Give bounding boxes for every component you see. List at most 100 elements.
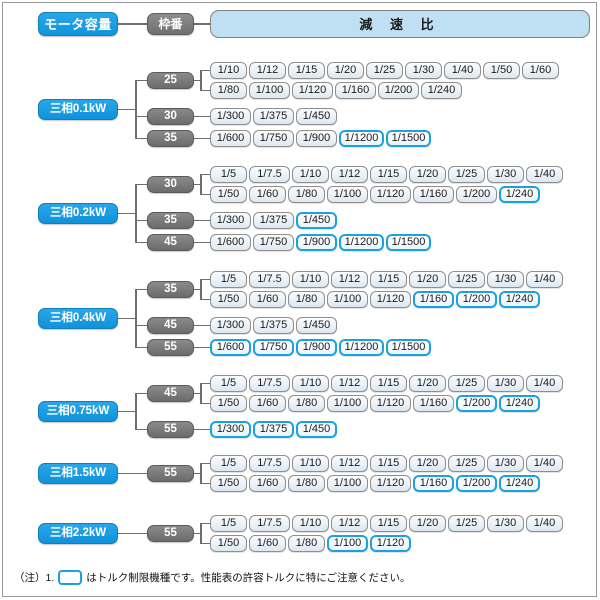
ratio-chip[interactable]: 1/12 bbox=[331, 271, 368, 288]
ratio-chip[interactable]: 1/30 bbox=[487, 375, 524, 392]
ratio-chip[interactable]: 1/40 bbox=[526, 455, 563, 472]
ratio-chip[interactable]: 1/30 bbox=[487, 166, 524, 183]
frame-no-node[interactable]: 30 bbox=[147, 176, 194, 193]
ratio-chip[interactable]: 1/12 bbox=[249, 62, 286, 79]
frame-no-node[interactable]: 25 bbox=[147, 72, 194, 89]
ratio-chip[interactable]: 1/40 bbox=[526, 515, 563, 532]
ratio-chip-torque-limited[interactable]: 1/160 bbox=[413, 475, 454, 492]
ratio-chip-torque-limited[interactable]: 1/1500 bbox=[386, 339, 431, 356]
frame-no-node[interactable]: 30 bbox=[147, 108, 194, 125]
ratio-chip[interactable]: 1/100 bbox=[327, 395, 368, 412]
ratio-chip[interactable]: 1/200 bbox=[378, 82, 419, 99]
ratio-chip[interactable]: 1/80 bbox=[288, 535, 325, 552]
ratio-chip-torque-limited[interactable]: 1/200 bbox=[456, 395, 497, 412]
ratio-chip[interactable]: 1/20 bbox=[409, 515, 446, 532]
ratio-chip-torque-limited[interactable]: 1/240 bbox=[499, 186, 540, 203]
ratio-chip[interactable]: 1/50 bbox=[210, 291, 247, 308]
frame-no-node[interactable]: 35 bbox=[147, 212, 194, 229]
ratio-chip[interactable]: 1/750 bbox=[253, 234, 294, 251]
ratio-chip[interactable]: 1/80 bbox=[288, 475, 325, 492]
ratio-chip[interactable]: 1/50 bbox=[210, 475, 247, 492]
ratio-chip[interactable]: 1/15 bbox=[370, 166, 407, 183]
ratio-chip[interactable]: 1/60 bbox=[249, 475, 286, 492]
frame-no-node[interactable]: 55 bbox=[147, 421, 194, 438]
ratio-chip[interactable]: 1/50 bbox=[210, 186, 247, 203]
ratio-chip[interactable]: 1/60 bbox=[249, 395, 286, 412]
ratio-chip[interactable]: 1/12 bbox=[331, 455, 368, 472]
ratio-chip[interactable]: 1/12 bbox=[331, 515, 368, 532]
ratio-chip[interactable]: 1/10 bbox=[210, 62, 247, 79]
ratio-chip[interactable]: 1/20 bbox=[327, 62, 364, 79]
ratio-chip[interactable]: 1/20 bbox=[409, 375, 446, 392]
ratio-chip[interactable]: 1/200 bbox=[456, 186, 497, 203]
ratio-chip[interactable]: 1/600 bbox=[210, 234, 251, 251]
frame-no-node[interactable]: 35 bbox=[147, 281, 194, 298]
ratio-chip[interactable]: 1/30 bbox=[487, 515, 524, 532]
ratio-chip[interactable]: 1/60 bbox=[249, 291, 286, 308]
ratio-chip[interactable]: 1/10 bbox=[292, 271, 329, 288]
ratio-chip[interactable]: 1/450 bbox=[296, 317, 337, 334]
ratio-chip[interactable]: 1/80 bbox=[288, 395, 325, 412]
ratio-chip[interactable]: 1/375 bbox=[253, 212, 294, 229]
ratio-chip-torque-limited[interactable]: 1/1500 bbox=[386, 234, 431, 251]
ratio-chip[interactable]: 1/40 bbox=[526, 271, 563, 288]
frame-no-node[interactable]: 55 bbox=[147, 525, 194, 542]
ratio-chip[interactable]: 1/600 bbox=[210, 130, 251, 147]
ratio-chip[interactable]: 1/80 bbox=[210, 82, 247, 99]
frame-no-node[interactable]: 45 bbox=[147, 317, 194, 334]
ratio-chip-torque-limited[interactable]: 1/100 bbox=[327, 535, 368, 552]
ratio-chip[interactable]: 1/120 bbox=[370, 186, 411, 203]
motor-capacity-node[interactable]: 三相1.5kW bbox=[38, 463, 118, 484]
ratio-chip[interactable]: 1/60 bbox=[522, 62, 559, 79]
ratio-chip[interactable]: 1/5 bbox=[210, 455, 247, 472]
ratio-chip[interactable]: 1/240 bbox=[421, 82, 462, 99]
frame-no-node[interactable]: 45 bbox=[147, 385, 194, 402]
ratio-chip-torque-limited[interactable]: 1/200 bbox=[456, 475, 497, 492]
ratio-chip[interactable]: 1/15 bbox=[370, 515, 407, 532]
ratio-chip[interactable]: 1/120 bbox=[292, 82, 333, 99]
ratio-chip[interactable]: 1/50 bbox=[210, 395, 247, 412]
frame-no-node[interactable]: 35 bbox=[147, 130, 194, 147]
frame-no-node[interactable]: 55 bbox=[147, 465, 194, 482]
motor-capacity-node[interactable]: 三相0.75kW bbox=[38, 401, 118, 422]
ratio-chip[interactable]: 1/450 bbox=[296, 108, 337, 125]
ratio-chip-torque-limited[interactable]: 1/450 bbox=[296, 421, 337, 438]
ratio-chip[interactable]: 1/160 bbox=[335, 82, 376, 99]
ratio-chip[interactable]: 1/100 bbox=[327, 475, 368, 492]
ratio-chip-torque-limited[interactable]: 1/600 bbox=[210, 339, 251, 356]
ratio-chip-torque-limited[interactable]: 1/1200 bbox=[339, 130, 384, 147]
ratio-chip-torque-limited[interactable]: 1/750 bbox=[253, 339, 294, 356]
ratio-chip[interactable]: 1/30 bbox=[487, 455, 524, 472]
ratio-chip-torque-limited[interactable]: 1/240 bbox=[499, 291, 540, 308]
ratio-chip[interactable]: 1/5 bbox=[210, 375, 247, 392]
ratio-chip[interactable]: 1/10 bbox=[292, 455, 329, 472]
ratio-chip[interactable]: 1/12 bbox=[331, 166, 368, 183]
ratio-chip-torque-limited[interactable]: 1/450 bbox=[296, 212, 337, 229]
frame-no-node[interactable]: 45 bbox=[147, 234, 194, 251]
ratio-chip[interactable]: 1/40 bbox=[526, 166, 563, 183]
motor-capacity-node[interactable]: 三相0.1kW bbox=[38, 99, 118, 120]
ratio-chip[interactable]: 1/40 bbox=[444, 62, 481, 79]
ratio-chip[interactable]: 1/15 bbox=[370, 455, 407, 472]
ratio-chip-torque-limited[interactable]: 1/900 bbox=[296, 339, 337, 356]
ratio-chip[interactable]: 1/7.5 bbox=[249, 271, 290, 288]
ratio-chip[interactable]: 1/25 bbox=[448, 166, 485, 183]
ratio-chip[interactable]: 1/30 bbox=[487, 271, 524, 288]
frame-no-node[interactable]: 55 bbox=[147, 339, 194, 356]
motor-capacity-node[interactable]: 三相0.4kW bbox=[38, 308, 118, 329]
ratio-chip[interactable]: 1/20 bbox=[409, 455, 446, 472]
motor-capacity-node[interactable]: 三相0.2kW bbox=[38, 203, 118, 224]
ratio-chip[interactable]: 1/80 bbox=[288, 291, 325, 308]
ratio-chip[interactable]: 1/10 bbox=[292, 166, 329, 183]
ratio-chip-torque-limited[interactable]: 1/1200 bbox=[339, 339, 384, 356]
ratio-chip[interactable]: 1/7.5 bbox=[249, 515, 290, 532]
ratio-chip-torque-limited[interactable]: 1/900 bbox=[296, 234, 337, 251]
ratio-chip[interactable]: 1/7.5 bbox=[249, 375, 290, 392]
ratio-chip[interactable]: 1/10 bbox=[292, 515, 329, 532]
ratio-chip[interactable]: 1/300 bbox=[210, 212, 251, 229]
ratio-chip[interactable]: 1/100 bbox=[249, 82, 290, 99]
ratio-chip[interactable]: 1/20 bbox=[409, 166, 446, 183]
ratio-chip[interactable]: 1/375 bbox=[253, 108, 294, 125]
ratio-chip[interactable]: 1/120 bbox=[370, 395, 411, 412]
ratio-chip-torque-limited[interactable]: 1/1500 bbox=[386, 130, 431, 147]
